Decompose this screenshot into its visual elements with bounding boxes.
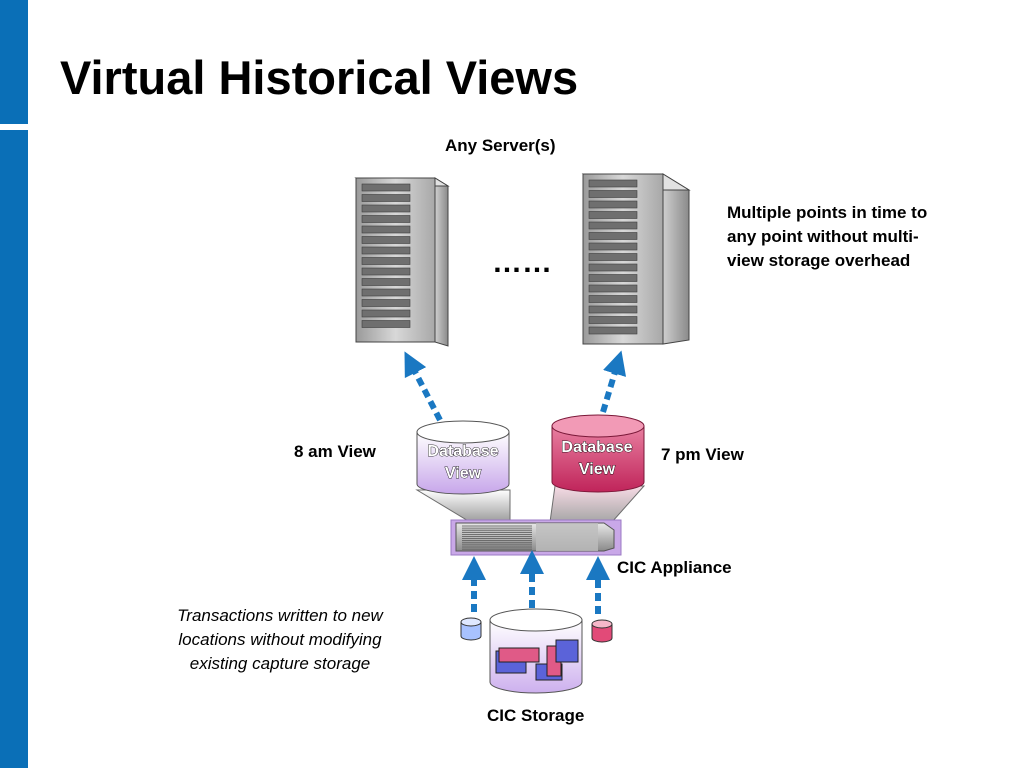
server-left-bay-slot <box>361 278 411 286</box>
db-view-8am-line1: Database <box>427 443 498 460</box>
server-left-icon <box>354 177 450 347</box>
points-in-time-note-line: any point without multi- <box>727 227 919 246</box>
server-right-bay-slot <box>588 221 638 230</box>
server-right-bay-slot <box>588 190 638 198</box>
view-7pm-label: 7 pm View <box>661 445 744 464</box>
storage-block-blue-top <box>555 639 579 663</box>
servers-ellipsis: …… <box>492 246 552 279</box>
storage-block-pink-left <box>498 647 540 663</box>
server-right-bay-slot <box>588 263 638 272</box>
db-view-7pm-line1: Database <box>561 439 632 456</box>
server-right-bay-slot <box>588 232 638 240</box>
points-in-time-note-line: view storage overhead <box>727 251 911 270</box>
server-left-bay-slot <box>361 288 411 297</box>
left-accent-bar-bottom <box>0 130 28 768</box>
server-left-bay-slot <box>361 215 411 223</box>
cic-appliance-icon <box>450 519 622 556</box>
server-right-bay-slot <box>588 211 638 219</box>
server-left-bay-slot <box>361 183 411 192</box>
cic-storage-icon <box>489 608 583 694</box>
small-blue-cylinder-icon <box>460 617 482 641</box>
view-8am-label: 8 am View <box>294 442 376 461</box>
server-left-bay-slot <box>361 299 411 307</box>
server-right-bay-slot <box>588 305 638 314</box>
small-pink-cylinder-icon <box>591 619 613 643</box>
arrow-7pm-to-server <box>600 350 627 413</box>
cic-storage-label: CIC Storage <box>487 706 585 725</box>
server-right-bay-slot <box>588 179 638 188</box>
points-in-time-note: Multiple points in time to any point wit… <box>727 201 927 273</box>
server-left-bay-slot <box>361 246 411 255</box>
server-right-bay-slot <box>588 326 638 335</box>
server-right-bay-slot <box>588 316 638 324</box>
db-view-8am-line2: View <box>445 465 482 482</box>
server-right-bay-slot <box>588 295 638 303</box>
servers-label: Any Server(s) <box>445 136 556 155</box>
transactions-note-line: locations without modifying <box>178 630 382 649</box>
server-left-bay-slot <box>361 257 411 265</box>
server-right-bay-slot <box>588 274 638 282</box>
server-right-bay-slot <box>588 200 638 209</box>
server-left-bay-slot <box>361 236 411 244</box>
slide-title: Virtual Historical Views <box>60 51 579 104</box>
server-left-bay-slot <box>361 225 411 234</box>
cic-appliance-label: CIC Appliance <box>617 558 732 577</box>
server-right-bay-slot <box>588 284 638 293</box>
transactions-note-line: existing capture storage <box>189 654 371 673</box>
arrow-8am-to-server <box>404 351 443 422</box>
db-view-7pm-line2: View <box>579 461 616 478</box>
server-left-bay-slot <box>361 309 411 318</box>
server-left-bay-slot <box>361 194 411 202</box>
database-view-8am-icon: Database View <box>416 420 510 495</box>
points-in-time-note-line: Multiple points in time to <box>727 203 928 222</box>
server-right-icon <box>581 173 691 345</box>
left-accent-bar-top <box>0 0 28 124</box>
server-right-bay-slot <box>588 253 638 261</box>
server-right-bay-slot <box>588 242 638 251</box>
server-left-bay-slot <box>361 320 411 328</box>
server-left-bay-slot <box>361 204 411 213</box>
transactions-note-line: Transactions written to new <box>177 606 383 625</box>
transactions-note: Transactions written to new locations wi… <box>150 604 410 676</box>
server-left-bay-slot <box>361 267 411 276</box>
database-view-7pm-icon: Database View <box>551 414 645 493</box>
funnel-8am-view <box>415 489 511 523</box>
